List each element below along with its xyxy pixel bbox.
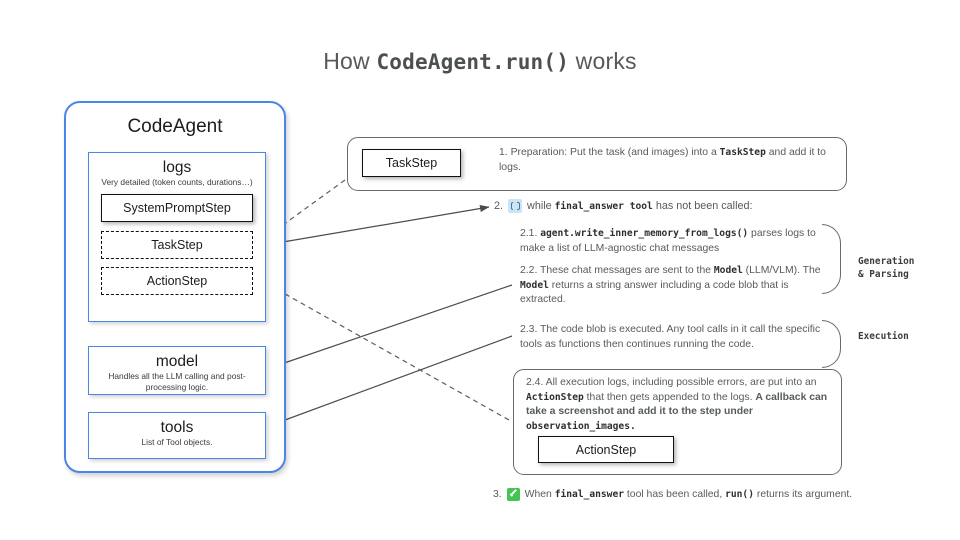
arrow-22-to-model: [257, 284, 513, 373]
check-icon: [506, 488, 520, 501]
step2-sub23: 2.3. The code blob is executed. Any tool…: [520, 323, 840, 352]
step2-actionstep-box[interactable]: ActionStep: [538, 436, 674, 463]
step3-text-c: returns its argument.: [754, 489, 853, 500]
step3-code-a: final_answer: [554, 489, 625, 500]
sub24-bold-a: A callback can take a screenshot and add…: [526, 391, 828, 418]
sub21-text: parses logs to make a list of LLM-agnost…: [520, 228, 816, 254]
title-suffix: works: [569, 48, 637, 74]
sub23-number: 2.3.: [520, 324, 538, 335]
step2-text-a: while: [527, 200, 555, 212]
logs-subtitle: Very detailed (token counts, durations…): [101, 177, 253, 187]
title-prefix: How: [323, 48, 377, 74]
sub22-code-a: Model: [713, 265, 743, 276]
arrow-24-to-logs-actionstep: [261, 280, 510, 421]
step1-text: 1. Preparation: Put the task (and images…: [499, 146, 829, 175]
sub24-text-a: All execution logs, including possible e…: [543, 377, 817, 388]
page-title: How CodeAgent.run() works: [0, 48, 960, 75]
label-execution: Execution: [858, 331, 909, 342]
log-entry-actionstep[interactable]: ActionStep: [101, 267, 253, 295]
step3-text-a: When: [524, 489, 555, 500]
sub21-number: 2.1.: [520, 228, 538, 239]
model-subtitle: Handles all the LLM calling and post-pro…: [108, 371, 246, 392]
sub22-code-b: Model: [520, 279, 549, 291]
step1-number: 1.: [499, 147, 508, 158]
step2-text: while final_answer tool has not been cal…: [527, 200, 752, 212]
logs-heading: logs: [162, 159, 192, 176]
step2-heading: 2. while final_answer tool has not been …: [494, 199, 752, 213]
codeagent-title: CodeAgent: [127, 116, 223, 137]
step2-number: 2.: [494, 200, 504, 212]
step1-card: TaskStep 1. Preparation: Put the task (a…: [347, 137, 847, 191]
arrow-23-to-tools: [257, 335, 513, 431]
step1-code-a: TaskStep: [719, 147, 766, 158]
sub24-number: 2.4.: [526, 377, 544, 388]
step3-code-b: run(): [725, 489, 754, 500]
step2-text-b: has not been called:: [652, 200, 753, 212]
model-heading: model: [155, 353, 199, 370]
tools-box: tools List of Tool objects.: [88, 412, 266, 459]
title-code: CodeAgent.run(): [376, 50, 570, 74]
sub22-number: 2.2.: [520, 265, 538, 276]
log-entry-taskstep[interactable]: TaskStep: [101, 231, 253, 259]
tools-subtitle: List of Tool objects.: [141, 437, 213, 447]
step3-text: When final_answer tool has been called, …: [525, 489, 853, 500]
step3-text-b: tool has been called,: [624, 489, 726, 500]
step1-text-b: and add it to logs.: [499, 147, 826, 173]
sub24-text-b: that then gets appended to the logs.: [583, 391, 756, 403]
step1-taskstep-box[interactable]: TaskStep: [362, 149, 461, 177]
generation-brace: [822, 224, 841, 294]
step3-number: 3.: [493, 489, 502, 500]
step2-code-a: final_answer tool: [554, 201, 653, 212]
sub22-text-b: (LLM/VLM). The: [742, 265, 821, 276]
sub24-code-a: ActionStep: [526, 391, 584, 403]
sub22-text-c: returns a string answer including a code…: [520, 279, 789, 306]
sub23-text: The code blob is executed. Any tool call…: [520, 324, 821, 350]
sub21-code: agent.write_inner_memory_from_logs(): [540, 228, 749, 239]
sub24-code-b: observation_images.: [526, 420, 636, 432]
step2-sub22: 2.2. These chat messages are sent to the…: [520, 264, 836, 308]
arrow-logs-to-step2: [276, 204, 490, 244]
step1-text-a: Preparation: Put the task (and images) i…: [510, 147, 720, 158]
tools-heading: tools: [160, 419, 194, 436]
label-generation-parsing: Generation & Parsing: [858, 256, 915, 280]
step2-sub24-text: 2.4. All execution logs, including possi…: [526, 376, 832, 434]
step2-sub21: 2.1. agent.write_inner_memory_from_logs(…: [520, 227, 836, 256]
loop-icon: [508, 199, 523, 213]
model-box: model Handles all the LLM calling and po…: [88, 346, 266, 395]
step3-line: 3. When final_answer tool has been calle…: [493, 488, 852, 501]
log-entry-systempromptstep[interactable]: SystemPromptStep: [101, 194, 253, 222]
sub22-text-a: These chat messages are sent to the: [537, 265, 714, 276]
